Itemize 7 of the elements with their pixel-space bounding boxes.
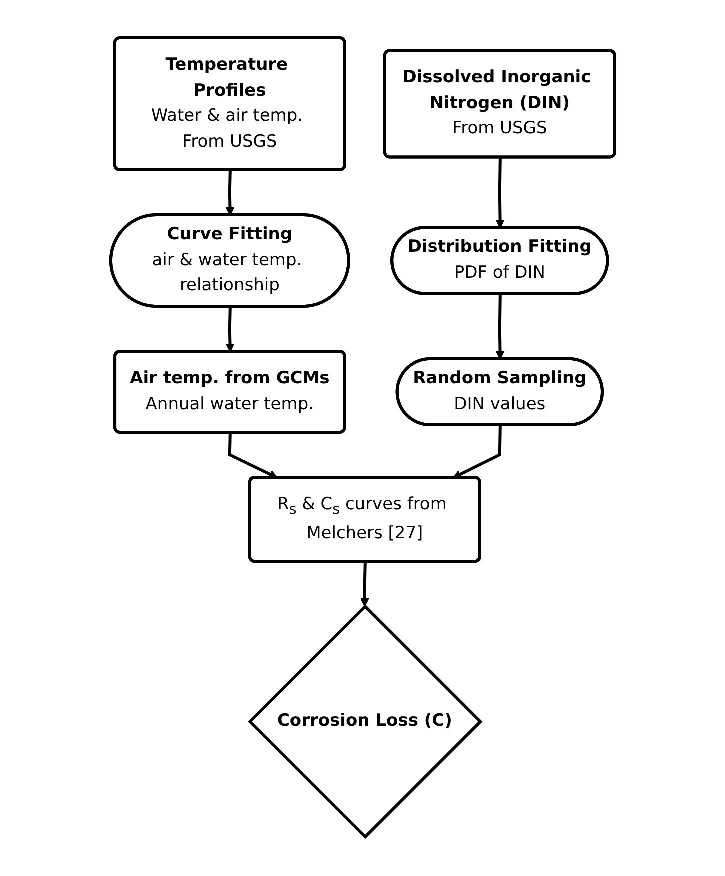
arrow — [225, 170, 234, 216]
arrow — [452, 426, 502, 479]
node-diamond: Corrosion Loss (C) — [248, 604, 482, 840]
arrow — [495, 294, 504, 360]
arrow — [228, 433, 278, 479]
arrow — [225, 307, 234, 353]
arrow — [360, 562, 369, 608]
